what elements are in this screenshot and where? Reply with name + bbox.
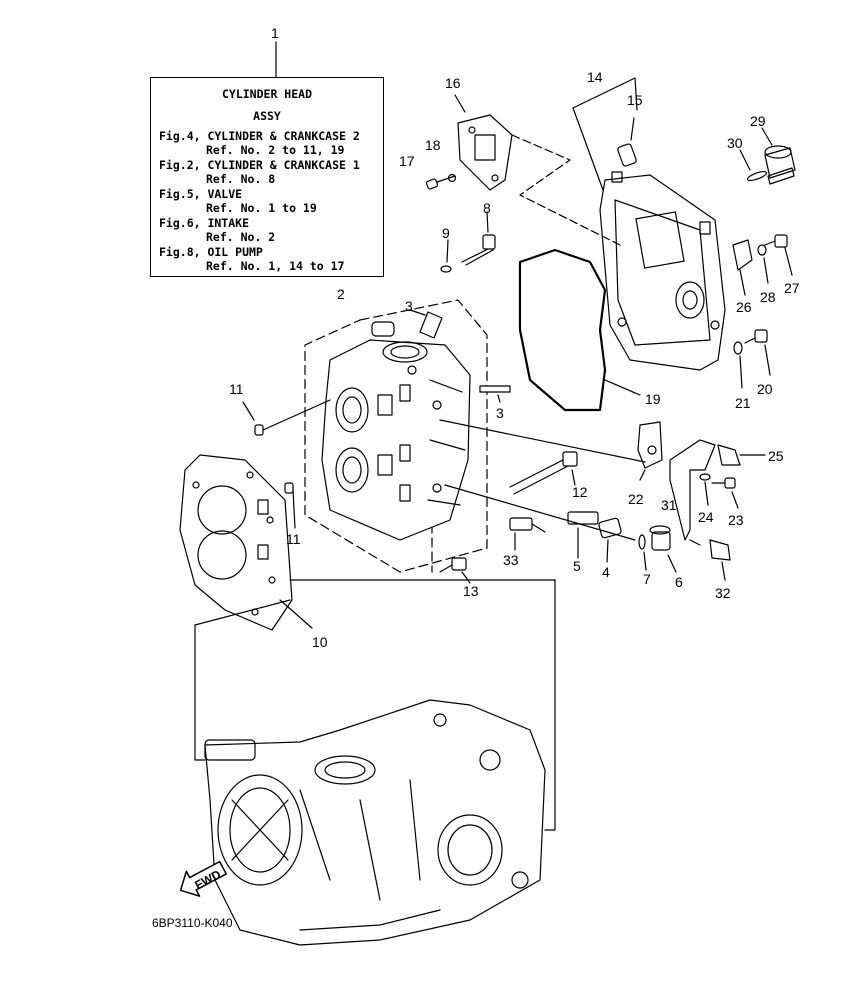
callout-17: 17 xyxy=(399,153,415,169)
callout-8: 8 xyxy=(483,200,491,216)
callout-9: 9 xyxy=(442,225,450,241)
callout-3a: 3 xyxy=(405,298,413,314)
bracket-22 xyxy=(637,421,663,469)
dowel-pin-11a xyxy=(254,424,264,436)
clip-25 xyxy=(717,444,741,466)
bolt-8 xyxy=(461,234,496,266)
bracket-26 xyxy=(732,239,753,271)
callout-12: 12 xyxy=(572,484,588,500)
washer-28 xyxy=(757,244,767,256)
bracket-31 xyxy=(669,439,716,541)
callout-6: 6 xyxy=(675,574,683,590)
callout-26: 26 xyxy=(736,299,752,315)
info-line: Ref. No. 2 to 11, 19 xyxy=(206,143,345,157)
callout-14: 14 xyxy=(587,69,603,85)
assembly-outline-2 xyxy=(304,299,488,573)
plug-6 xyxy=(649,525,671,551)
stud-3-lower xyxy=(479,385,511,393)
info-line: Fig.5, VALVE xyxy=(159,187,243,201)
bolt-20 xyxy=(744,329,768,344)
info-line: Fig.4, CYLINDER & CRANKCASE 2 xyxy=(159,129,360,143)
callout-31: 31 xyxy=(661,497,677,513)
callout-11b: 11 xyxy=(286,531,301,547)
washer-21 xyxy=(733,341,743,355)
info-line: Ref. No. 2 xyxy=(206,230,276,244)
callout-24: 24 xyxy=(698,509,714,525)
callout-3b: 3 xyxy=(496,405,504,421)
stud-3-upper xyxy=(419,311,443,339)
callout-1: 1 xyxy=(271,25,279,41)
bolt-23 xyxy=(711,477,736,489)
clamp-32 xyxy=(709,539,731,561)
callout-32: 32 xyxy=(715,585,731,601)
washer-9 xyxy=(440,265,452,273)
callout-25: 25 xyxy=(768,448,784,464)
callout-15: 15 xyxy=(627,92,643,108)
sensor-33 xyxy=(509,517,546,533)
washer-7 xyxy=(638,534,646,550)
pin-15 xyxy=(617,143,637,167)
callout-33: 33 xyxy=(503,552,519,568)
callout-5: 5 xyxy=(573,558,581,574)
cover-plate xyxy=(457,114,513,191)
callout-10: 10 xyxy=(312,634,328,650)
cover-gasket xyxy=(518,248,607,412)
callout-21: 21 xyxy=(735,395,751,411)
callout-7: 7 xyxy=(643,571,651,587)
info-line: Fig.2, CYLINDER & CRANKCASE 1 xyxy=(159,158,360,172)
engine-block xyxy=(204,699,546,946)
callout-16: 16 xyxy=(445,75,461,91)
o-ring-30 xyxy=(746,170,768,182)
callout-23: 23 xyxy=(728,512,744,528)
bolt-13 xyxy=(439,557,467,573)
callout-19: 19 xyxy=(645,391,661,407)
head-gasket xyxy=(179,454,293,631)
callout-29: 29 xyxy=(750,113,766,129)
bolt-12 xyxy=(509,451,578,495)
part-5 xyxy=(567,511,599,525)
callout-27: 27 xyxy=(784,280,800,296)
callout-13: 13 xyxy=(463,583,479,599)
callout-18: 18 xyxy=(425,137,441,153)
callout-22: 22 xyxy=(628,491,644,507)
info-line: Fig.8, OIL PUMP xyxy=(159,245,263,259)
info-line: Ref. No. 1 to 19 xyxy=(206,201,317,215)
callout-28: 28 xyxy=(760,289,776,305)
fwd-arrow-icon xyxy=(179,860,227,897)
washer-24 xyxy=(699,473,711,481)
washer-18 xyxy=(447,173,457,183)
info-title-line1: CYLINDER HEAD xyxy=(221,87,312,101)
callout-2: 2 xyxy=(337,286,345,302)
reference-info-box: CYLINDER HEAD ASSY Fig.4, CYLINDER & CRA… xyxy=(150,77,384,277)
oil-filler-cap xyxy=(764,145,796,185)
dowel-pin-11b xyxy=(284,482,294,494)
info-line: Fig.6, INTAKE xyxy=(159,216,250,230)
callout-11a: 11 xyxy=(229,381,244,397)
info-line: Ref. No. 8 xyxy=(206,172,276,186)
bolt-27 xyxy=(764,234,788,248)
info-line: Ref. No. 1, 14 to 17 xyxy=(206,259,345,273)
drawing-code: 6BP3110-K040 xyxy=(152,916,233,930)
callout-20: 20 xyxy=(757,381,773,397)
callout-4: 4 xyxy=(602,564,610,580)
info-title-line2: ASSY xyxy=(253,109,281,123)
bolt-17 xyxy=(425,175,456,190)
cylinder-head-cover xyxy=(599,171,726,371)
cylinder-head xyxy=(321,321,471,541)
callout-30: 30 xyxy=(727,135,743,151)
